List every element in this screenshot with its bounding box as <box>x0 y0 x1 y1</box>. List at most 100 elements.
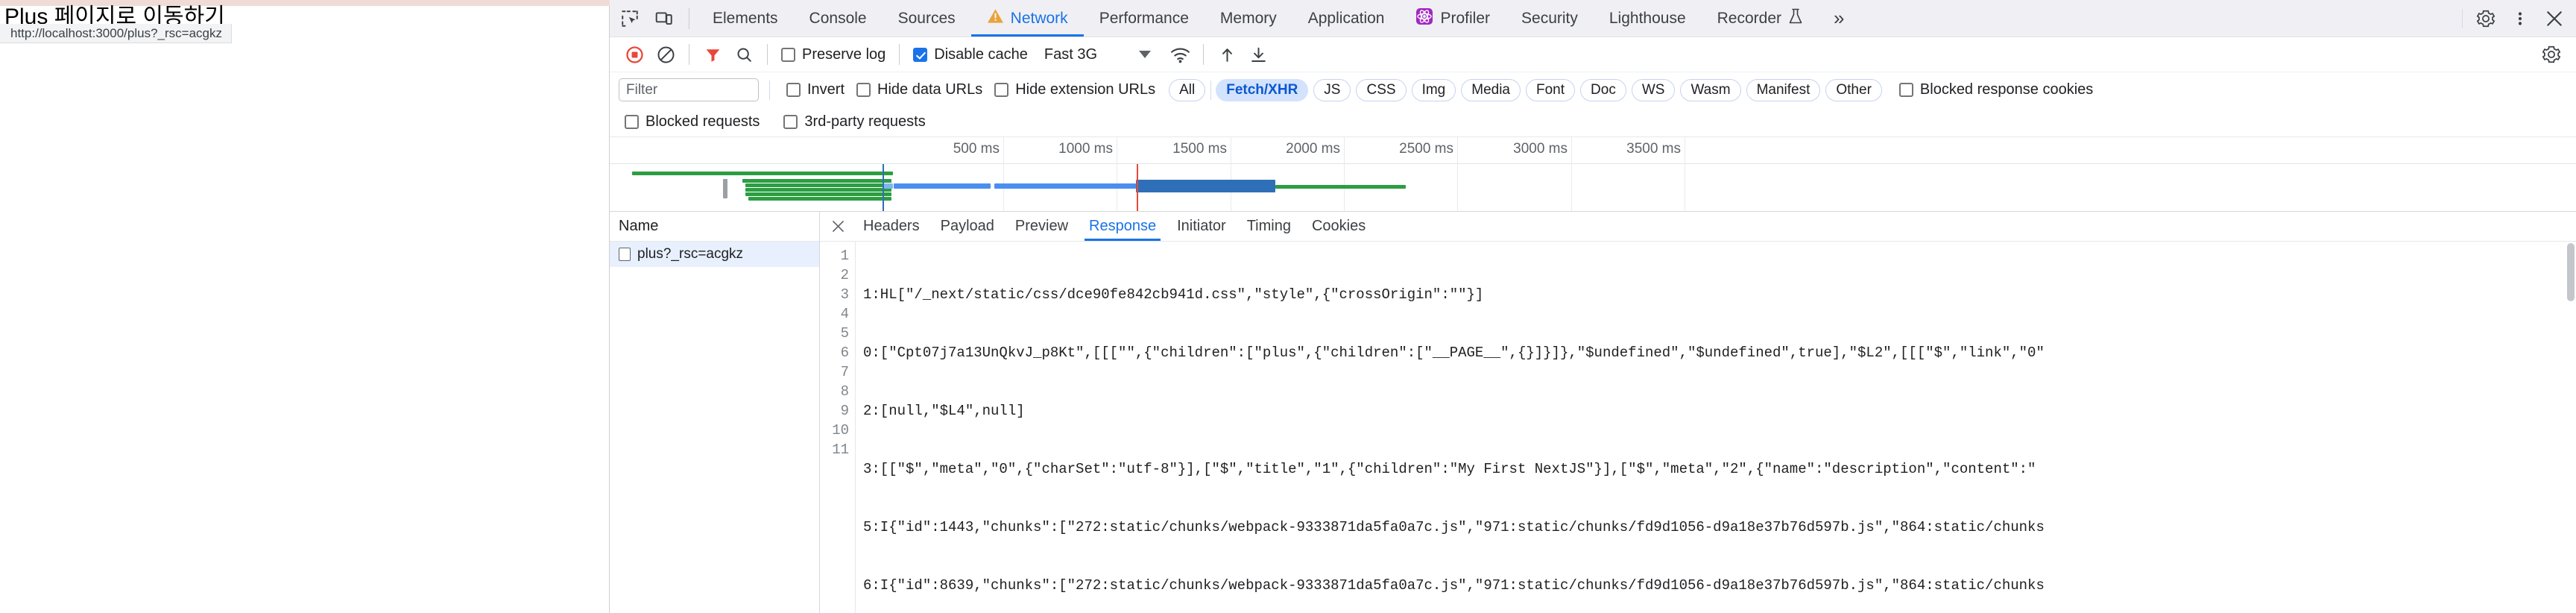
detail-tab-cookies[interactable]: Cookies <box>1301 212 1376 241</box>
tab-recorder-label: Recorder <box>1717 9 1782 27</box>
third-party-requests-checkbox[interactable]: 3rd-party requests <box>777 113 931 131</box>
hide-data-urls-checkbox[interactable]: Hide data URLs <box>850 81 988 98</box>
line-number: 6 <box>840 345 849 361</box>
type-filter-wasm[interactable]: Wasm <box>1680 78 1741 101</box>
detail-tab-payload[interactable]: Payload <box>930 212 1005 241</box>
overview-tick-label: 3000 ms <box>1513 141 1568 157</box>
network-body: Name plus?_rsc=acgkz Headers <box>610 212 2576 613</box>
third-party-requests-box[interactable] <box>783 115 798 129</box>
type-filter-ws-label: WS <box>1641 81 1665 98</box>
inspect-element-icon[interactable] <box>613 3 647 34</box>
preserve-log-label: Preserve log <box>802 45 886 63</box>
tab-performance[interactable]: Performance <box>1084 0 1205 37</box>
detail-tab-response[interactable]: Response <box>1079 212 1167 241</box>
tab-application[interactable]: Application <box>1292 0 1401 37</box>
clear-button-icon[interactable] <box>650 40 681 69</box>
tab-profiler[interactable]: Profiler <box>1400 0 1506 37</box>
tab-sources[interactable]: Sources <box>883 0 971 37</box>
toolbar-divider-2 <box>767 44 768 65</box>
overview-tick: 2500 ms <box>1399 137 1458 211</box>
type-filter-media[interactable]: Media <box>1461 78 1521 101</box>
device-toolbar-icon[interactable] <box>647 3 681 34</box>
tab-security[interactable]: Security <box>1506 0 1594 37</box>
hide-extension-urls-box[interactable] <box>994 83 1009 97</box>
status-bar-url: http://localhost:3000/plus?_rsc=acgkz <box>0 24 232 43</box>
filter-input[interactable] <box>619 78 759 101</box>
type-filter-manifest[interactable]: Manifest <box>1746 78 1821 101</box>
tab-console[interactable]: Console <box>794 0 883 37</box>
type-filter-all[interactable]: All <box>1169 78 1206 101</box>
network-filter-bar: Invert Hide data URLs Hide extension URL… <box>610 72 2576 107</box>
network-overview-timeline[interactable]: 500 ms 1000 ms 1500 ms 2000 ms 2500 ms 3… <box>610 137 2576 212</box>
close-devtools-icon[interactable] <box>2537 3 2572 34</box>
blocked-response-cookies-checkbox[interactable]: Blocked response cookies <box>1893 81 2099 98</box>
invert-box[interactable] <box>786 83 801 97</box>
network-settings-gear-icon[interactable] <box>2536 40 2567 69</box>
detail-tab-initiator[interactable]: Initiator <box>1167 212 1237 241</box>
close-detail-icon[interactable] <box>823 212 853 241</box>
network-conditions-icon[interactable] <box>1164 40 1196 69</box>
tab-overflow-more[interactable]: » <box>1819 0 1859 37</box>
type-filter-css-label: CSS <box>1366 81 1396 98</box>
preserve-log-checkbox[interactable]: Preserve log <box>775 46 891 63</box>
tab-network[interactable]: Network <box>970 0 1084 37</box>
overview-bar <box>745 188 891 192</box>
type-filter-js[interactable]: JS <box>1313 78 1351 101</box>
table-row[interactable]: plus?_rsc=acgkz <box>610 242 819 267</box>
detail-tab-headers[interactable]: Headers <box>853 212 930 241</box>
detail-tab-cookies-label: Cookies <box>1311 218 1366 234</box>
overview-tick: 2000 ms <box>1286 137 1345 211</box>
record-button-icon[interactable] <box>619 40 650 69</box>
more-options-icon[interactable] <box>2503 3 2537 34</box>
type-filter-js-label: JS <box>1324 81 1341 98</box>
type-filter-css[interactable]: CSS <box>1356 78 1407 101</box>
search-icon[interactable] <box>728 40 760 69</box>
tab-recorder[interactable]: Recorder <box>1702 0 1819 37</box>
chevron-down-icon <box>1139 51 1152 58</box>
invert-checkbox[interactable]: Invert <box>780 81 850 98</box>
settings-gear-icon[interactable] <box>2469 3 2503 34</box>
overview-tick-label: 2000 ms <box>1286 141 1340 157</box>
overview-bar <box>742 179 891 183</box>
request-list-header[interactable]: Name <box>610 212 819 242</box>
detail-tab-response-label: Response <box>1089 218 1157 234</box>
type-filter-img[interactable]: Img <box>1411 78 1456 101</box>
type-filter-other[interactable]: Other <box>1825 78 1882 101</box>
tab-memory[interactable]: Memory <box>1205 0 1292 37</box>
hide-data-urls-box[interactable] <box>856 83 871 97</box>
detail-tab-timing-label: Timing <box>1246 218 1291 234</box>
blocked-response-cookies-box[interactable] <box>1898 83 1913 97</box>
preserve-log-box[interactable] <box>781 47 795 62</box>
warning-triangle-icon <box>987 8 1004 28</box>
line-number: 2 <box>840 267 849 283</box>
overview-bar <box>748 197 891 201</box>
tab-elements[interactable]: Elements <box>697 0 794 37</box>
detail-tab-timing[interactable]: Timing <box>1237 212 1301 241</box>
detail-tab-preview[interactable]: Preview <box>1005 212 1079 241</box>
type-filter-font[interactable]: Font <box>1526 78 1576 101</box>
export-har-icon[interactable] <box>1243 40 1274 69</box>
third-party-requests-label: 3rd-party requests <box>804 113 926 130</box>
blocked-requests-checkbox[interactable]: Blocked requests <box>619 113 765 131</box>
blocked-requests-box[interactable] <box>625 115 639 129</box>
tab-lighthouse[interactable]: Lighthouse <box>1594 0 1702 37</box>
type-filter-fetch-xhr-label: Fetch/XHR <box>1226 81 1298 98</box>
browser-page-area: Plus 페이지로 이동하기 http://localhost:3000/plu… <box>0 0 610 613</box>
response-scrollbar[interactable] <box>2566 242 2576 613</box>
response-body-viewer[interactable]: 1 2 3 4 5 6 7 8 9 10 11 1:HL["/_next/sta… <box>820 242 2576 613</box>
disable-cache-checkbox[interactable]: Disable cache <box>907 46 1034 63</box>
filter-funnel-icon[interactable] <box>697 40 728 69</box>
tab-memory-label: Memory <box>1219 9 1277 27</box>
response-scrollbar-thumb[interactable] <box>2567 243 2575 301</box>
import-har-icon[interactable] <box>1211 40 1243 69</box>
disable-cache-box[interactable] <box>913 47 928 62</box>
hide-extension-urls-checkbox[interactable]: Hide extension URLs <box>988 81 1161 98</box>
throttling-select[interactable]: Fast 3G <box>1034 42 1158 67</box>
type-filter-fetch-xhr[interactable]: Fetch/XHR <box>1216 78 1309 101</box>
hide-extension-urls-label: Hide extension URLs <box>1015 81 1156 98</box>
tab-performance-label: Performance <box>1099 9 1189 27</box>
type-filter-ws[interactable]: WS <box>1631 78 1676 101</box>
tab-lighthouse-label: Lighthouse <box>1609 9 1686 27</box>
type-filter-doc[interactable]: Doc <box>1580 78 1626 101</box>
